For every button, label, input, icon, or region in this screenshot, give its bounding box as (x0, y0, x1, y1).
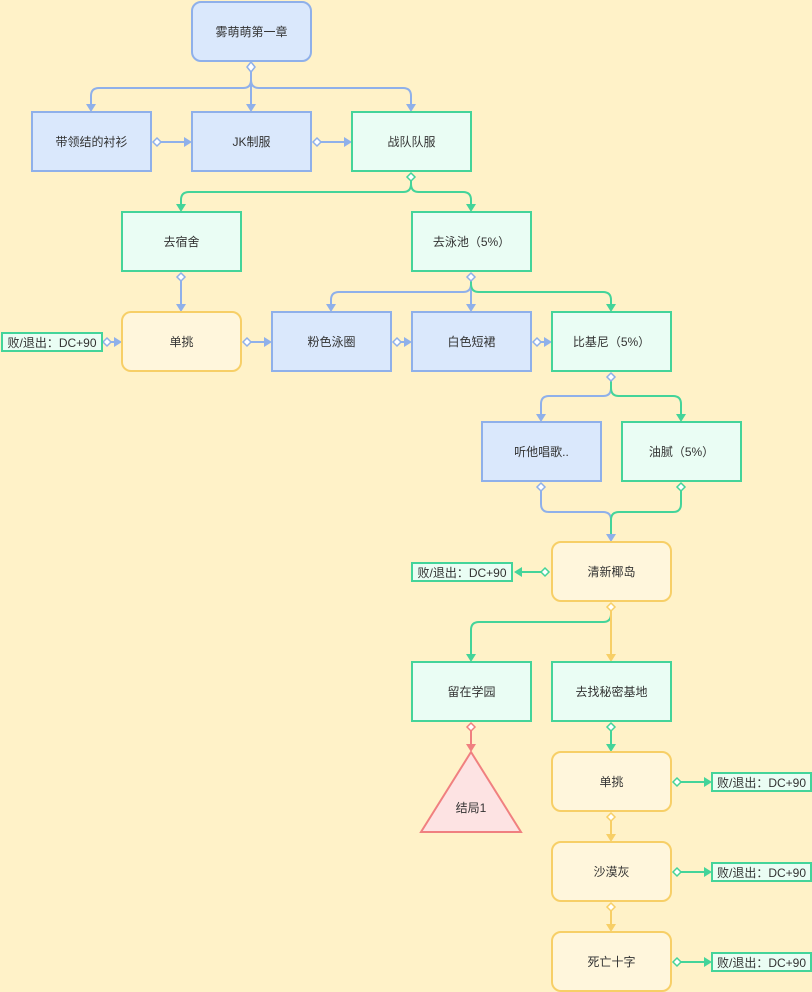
green-connectors (180, 181, 704, 963)
node-shirt-label: 带领结的衬衫 (55, 135, 128, 149)
node-fail-2-label: 败/退出：DC+90 (417, 565, 507, 580)
node-dorm-label: 去宿舍 (163, 235, 200, 249)
node-duel-2[interactable]: 单挑 (551, 751, 672, 812)
node-island-label: 清新椰岛 (587, 565, 636, 579)
node-start-label: 雾萌萌第一章 (215, 25, 288, 39)
edge-island-stay (470, 611, 612, 654)
node-island[interactable]: 清新椰岛 (551, 541, 672, 602)
edge-pool-ring (330, 281, 472, 304)
green-arrowheads (176, 204, 712, 967)
red-connector (466, 731, 476, 752)
node-stay-label: 留在学园 (447, 685, 496, 699)
ending-triangle[interactable] (419, 750, 523, 833)
node-shirt[interactable]: 带领结的衬衫 (31, 111, 152, 172)
node-duel-2-label: 单挑 (599, 775, 624, 789)
node-fail-4[interactable]: 败/退出：DC+90 (711, 862, 812, 882)
node-secret-label: 去找秘密基地 (575, 685, 648, 699)
node-stay[interactable]: 留在学园 (411, 661, 532, 722)
edge-start-team (250, 68, 412, 104)
node-dorm[interactable]: 去宿舍 (121, 211, 242, 272)
edge-pool-bikini (470, 281, 612, 304)
node-fail-3[interactable]: 败/退出：DC+90 (711, 772, 812, 792)
yellow-arrowheads (606, 654, 616, 932)
node-jk-label: JK制服 (232, 135, 271, 149)
node-white-skirt-label: 白色短裙 (447, 335, 496, 349)
node-song[interactable]: 听他唱歌.. (481, 421, 602, 482)
edge-song-island (540, 491, 612, 534)
node-fail-4-label: 败/退出：DC+90 (716, 865, 807, 880)
node-bikini-label: 比基尼（5%） (572, 335, 651, 349)
node-duel-1-label: 单挑 (169, 335, 194, 349)
node-fail-5-label: 败/退出：DC+90 (716, 955, 807, 970)
node-fail-2[interactable]: 败/退出：DC+90 (411, 562, 513, 582)
node-pink-ring-label: 粉色泳圈 (307, 335, 356, 349)
node-oil-label: 油腻（5%） (648, 445, 715, 459)
node-fail-1[interactable]: 败/退出：DC+90 (1, 332, 103, 352)
node-pool-label: 去泳池（5%） (432, 235, 511, 249)
edge-oil-island (610, 491, 682, 534)
blue-arrowheads (86, 104, 616, 542)
edge-team-dorm (180, 181, 412, 204)
node-start[interactable]: 雾萌萌第一章 (191, 1, 312, 62)
node-team[interactable]: 战队队服 (351, 111, 472, 172)
diamond-markers (101, 60, 687, 968)
node-cross-label: 死亡十字 (587, 955, 636, 969)
node-duel-1[interactable]: 单挑 (121, 311, 242, 372)
node-desert-label: 沙漠灰 (593, 865, 630, 879)
node-cross[interactable]: 死亡十字 (551, 931, 672, 992)
node-song-label: 听他唱歌.. (514, 445, 569, 459)
node-pool[interactable]: 去泳池（5%） (411, 211, 532, 272)
node-team-label: 战队队服 (387, 135, 436, 149)
edge-team-pool (410, 181, 472, 204)
node-desert[interactable]: 沙漠灰 (551, 841, 672, 902)
node-white-skirt[interactable]: 白色短裙 (411, 311, 532, 372)
ending-1-label: 结局1 (455, 801, 487, 815)
node-jk[interactable]: JK制服 (191, 111, 312, 172)
edge-bikini-oil (610, 381, 682, 414)
node-fail-5[interactable]: 败/退出：DC+90 (711, 952, 812, 972)
edge-bikini-song (540, 381, 612, 414)
node-fail-3-label: 败/退出：DC+90 (716, 775, 807, 790)
node-secret[interactable]: 去找秘密基地 (551, 661, 672, 722)
node-pink-ring[interactable]: 粉色泳圈 (271, 311, 392, 372)
edge-start-shirt (90, 68, 252, 104)
node-fail-1-label: 败/退出：DC+90 (7, 335, 97, 350)
node-bikini[interactable]: 比基尼（5%） (551, 311, 672, 372)
node-oil[interactable]: 油腻（5%） (621, 421, 742, 482)
